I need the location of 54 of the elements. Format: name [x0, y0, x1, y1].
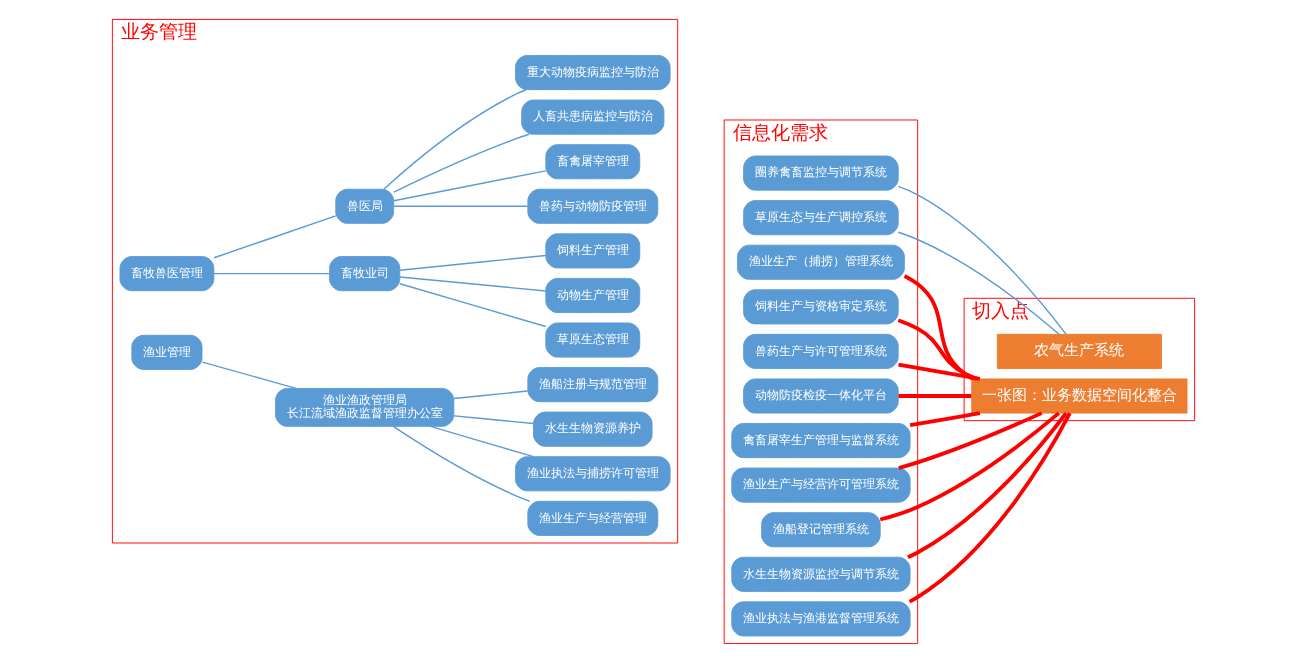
- node-box: 禽畜屠宰生产管理与监督系统: [731, 423, 911, 459]
- node-box: 动物防疫检疫一体化平台: [743, 378, 899, 414]
- connector: [393, 170, 547, 202]
- connector: [399, 254, 547, 271]
- node-box: 渔业执法与渔港监督管理系统: [731, 601, 911, 637]
- connector: [898, 362, 981, 381]
- node-box: 水生生物资源监控与调节系统: [731, 556, 911, 592]
- connector: [201, 361, 297, 390]
- node-box: 农气生产系统: [996, 333, 1162, 369]
- connector: [429, 425, 535, 458]
- node-box: 渔业渔政管理局 长江流域渔政监督管理办公室: [275, 387, 455, 427]
- node-box: 兽药生产与许可管理系统: [743, 333, 899, 369]
- node-box: 渔船登记管理系统: [761, 512, 881, 548]
- node-box: 水生生物资源养护: [533, 411, 653, 447]
- node-box: 畜牧兽医管理: [119, 256, 215, 292]
- connector: [453, 390, 529, 400]
- node-box: 草原生态与生产调控系统: [743, 200, 899, 236]
- connector: [393, 205, 529, 207]
- connector: [908, 412, 1072, 604]
- node-box: 畜牧业司: [329, 256, 401, 292]
- connector: [879, 411, 1061, 522]
- connector: [392, 425, 531, 502]
- connector: [909, 411, 981, 428]
- connector: [907, 412, 1068, 559]
- node-box: 重大动物疫病监控与防治: [515, 55, 671, 91]
- node-box: 渔业管理: [131, 334, 203, 370]
- node-box: 圈养禽畜监控与调节系统: [743, 155, 899, 191]
- node-box: 渔业生产（捕捞）管理系统: [736, 244, 905, 280]
- node-box: 渔业生产与经营许可管理系统: [731, 467, 911, 503]
- node-box: 饲料生产管理: [545, 233, 641, 269]
- node-box: 畜禽屠宰管理: [545, 144, 641, 180]
- node-box: 饲料生产与资格审定系统: [743, 289, 899, 325]
- connector: [897, 231, 1060, 335]
- connector: [453, 415, 535, 425]
- node-box: 兽医局: [335, 188, 395, 224]
- connector: [897, 318, 978, 381]
- node-box: 渔业执法与捕捞许可管理: [515, 456, 671, 492]
- connector: [393, 133, 530, 193]
- connector: [213, 272, 331, 275]
- connector: [399, 276, 547, 292]
- node-box: 一张图：业务数据空间化整合: [971, 378, 1188, 414]
- node-box: 草原生态管理: [545, 322, 641, 358]
- connector: [897, 185, 1067, 335]
- connector: [898, 394, 972, 398]
- node-box: 兽药与动物防疫管理: [527, 188, 659, 224]
- connector: [399, 283, 547, 328]
- node-box: 动物生产管理: [545, 277, 641, 313]
- node-box: 人畜共患病监控与防治: [521, 99, 665, 135]
- connector: [213, 215, 337, 259]
- connector: [903, 274, 974, 381]
- node-box: 渔业生产与经营管理: [527, 500, 659, 536]
- connector: [898, 411, 1043, 470]
- connector: [383, 89, 527, 190]
- node-box: 渔船注册与规范管理: [527, 367, 659, 403]
